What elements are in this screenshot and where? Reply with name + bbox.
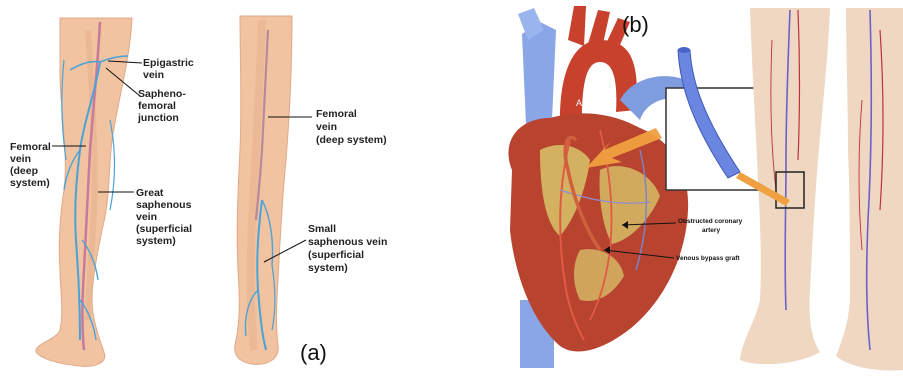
sapheno-line-2: femoral xyxy=(138,100,176,112)
sapheno-line-1: Sapheno- xyxy=(138,88,186,100)
femoral-back-line-3: (deep system) xyxy=(316,134,387,146)
femoral-front-line-2: vein xyxy=(10,153,31,165)
label-small-saphenous-vein: Small saphenous vein (superficial system… xyxy=(264,223,387,274)
epigastric-line-1: Epigastric xyxy=(143,57,194,69)
great-line-1: Great xyxy=(136,187,164,199)
femoral-front-line-3: (deep xyxy=(10,165,38,177)
heart-illustration xyxy=(508,6,690,368)
great-line-3: vein xyxy=(136,211,157,223)
femoral-back-line-2: vein xyxy=(316,121,337,133)
femoral-back-line-1: Femoral xyxy=(316,108,357,120)
small-line-2: saphenous vein xyxy=(308,236,387,248)
obstructed-line-2: artery xyxy=(702,227,720,234)
great-line-5: system) xyxy=(136,235,176,247)
small-line-1: Small xyxy=(308,223,336,235)
great-line-2: saphenous xyxy=(136,199,192,211)
graft-label: Venous bypass graft xyxy=(676,255,740,262)
sapheno-line-3: junction xyxy=(137,112,179,124)
obstructed-line-1: Obstructed coronary xyxy=(678,218,743,225)
femoral-front-line-4: system) xyxy=(10,177,50,189)
epigastric-line-2: vein xyxy=(143,69,164,81)
small-line-3: (superficial xyxy=(308,249,364,261)
great-line-4: (superficial xyxy=(136,223,192,235)
aorta-label: Aorta xyxy=(576,98,598,108)
small-line-4: system) xyxy=(308,262,348,274)
back-leg-illustration xyxy=(235,16,292,364)
panel-label-a: (a) xyxy=(300,340,327,365)
femoral-front-line-1: Femoral xyxy=(10,141,51,153)
panel-label-b: (b) xyxy=(622,12,649,37)
legs-vein-harvest-illustration xyxy=(736,8,903,370)
